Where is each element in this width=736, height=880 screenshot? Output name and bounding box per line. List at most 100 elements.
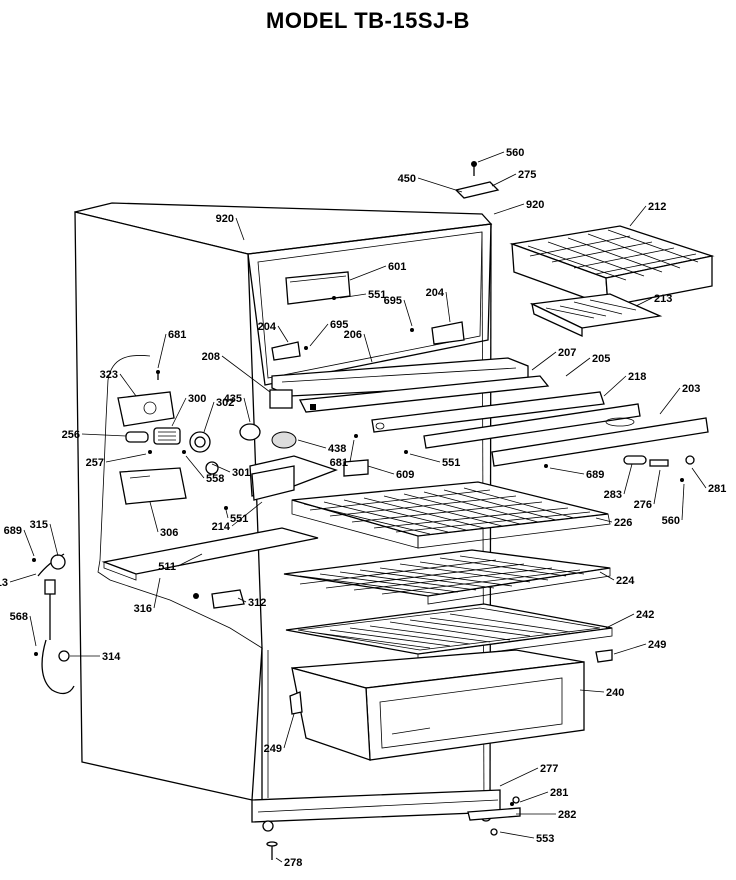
leader-line: [221, 355, 271, 393]
leader-line: [595, 517, 613, 523]
part-number-label: 558: [206, 473, 224, 485]
part-number-label: 560: [506, 147, 524, 159]
part-number-label: 689: [586, 469, 604, 481]
leader-line: [605, 613, 635, 629]
part-number-label: 282: [558, 809, 576, 821]
leader-line: [349, 265, 387, 281]
leader-line: [231, 501, 263, 527]
leader-line: [203, 401, 215, 433]
part-number-label: 920: [526, 199, 544, 211]
part-number-label: 242: [636, 609, 654, 621]
part-number-label: 204: [426, 287, 445, 299]
part-number-label: 281: [550, 787, 568, 799]
leader-line: [635, 297, 653, 307]
leader-line: [171, 397, 187, 427]
part-number-label: 257: [86, 457, 104, 469]
part-number-label: 226: [614, 517, 632, 529]
part-number-label: 315: [30, 519, 48, 531]
leader-line: [9, 573, 37, 583]
leader-line: [225, 509, 229, 519]
leader-line: [579, 689, 605, 693]
leader-line: [403, 299, 413, 327]
leader-line: [565, 357, 591, 377]
part-number-label: 277: [540, 763, 558, 775]
leader-lines: [9, 151, 707, 863]
part-number-label: 256: [62, 429, 80, 441]
part-number-label: 207: [558, 347, 576, 359]
leader-line: [275, 857, 283, 863]
leader-line: [599, 571, 615, 581]
part-number-label: 551: [368, 289, 386, 301]
part-number-label: 302: [216, 397, 234, 409]
leader-line: [157, 333, 167, 369]
part-number-label: 560: [662, 515, 680, 527]
part-number-label: 551: [442, 457, 460, 469]
leader-line: [29, 615, 37, 647]
leader-line: [243, 397, 251, 423]
leader-line: [177, 553, 203, 567]
leader-line: [519, 791, 549, 803]
part-number-label: 306: [160, 527, 178, 539]
part-number-label: 206: [344, 329, 362, 341]
part-number-label: 323: [100, 369, 118, 381]
leader-line: [653, 469, 661, 505]
part-number-label: 301: [232, 467, 250, 479]
leader-line: [445, 291, 451, 323]
part-number-label: 300: [188, 393, 206, 405]
page-title: MODEL TB-15SJ-B: [266, 8, 470, 33]
leader-line: [499, 831, 535, 839]
part-number-label: 249: [648, 639, 666, 651]
leader-line: [623, 463, 633, 495]
leader-line: [409, 453, 441, 463]
part-number-label: 213: [654, 293, 672, 305]
part-number-label: 689: [4, 525, 22, 537]
glass-shelf-242: [285, 603, 613, 663]
part-number-label: 218: [628, 371, 646, 383]
part-number-label: 695: [330, 319, 348, 331]
leader-line: [659, 387, 681, 415]
wire-shelf-224: [283, 549, 611, 605]
part-number-label: 224: [616, 575, 635, 587]
part-number-label: 212: [648, 201, 666, 213]
part-number-label: 240: [606, 687, 624, 699]
leader-line: [477, 151, 505, 163]
leader-line: [105, 453, 147, 463]
leader-line: [119, 373, 137, 397]
leader-line: [549, 467, 585, 475]
leader-line: [417, 177, 463, 193]
part-number-label: 551: [230, 513, 248, 525]
leader-line: [235, 217, 245, 241]
leader-line: [49, 523, 59, 557]
leader-line: [277, 325, 289, 343]
part-number-label: 314: [102, 651, 121, 663]
crisper-drawer-240: [291, 649, 585, 761]
part-number-label: 203: [682, 383, 700, 395]
part-number-label: 313: [0, 577, 8, 589]
leader-line: [603, 375, 627, 397]
leader-line: [367, 465, 395, 475]
part-number-label: 278: [284, 857, 302, 869]
part-number-label: 450: [398, 173, 416, 185]
leader-line: [153, 577, 161, 609]
leader-line: [297, 439, 327, 449]
leader-line: [493, 203, 525, 215]
part-number-label: 281: [708, 483, 726, 495]
part-number-label: 553: [536, 833, 554, 845]
part-number-label: 276: [634, 499, 652, 511]
part-number-label: 283: [604, 489, 622, 501]
leader-line: [339, 293, 367, 299]
leader-line: [81, 433, 127, 437]
part-number-label: 435: [224, 393, 242, 405]
part-number-label: 511: [158, 561, 176, 573]
part-number-label: 681: [330, 457, 348, 469]
leader-line: [491, 173, 517, 187]
part-number-label: 681: [168, 329, 186, 341]
leader-line: [349, 439, 355, 463]
leader-line: [531, 351, 557, 371]
leader-line: [185, 455, 205, 479]
leader-line: [23, 529, 35, 557]
leader-line: [499, 767, 539, 787]
part-number-label: 601: [388, 261, 406, 273]
part-number-label: 214: [212, 521, 231, 533]
